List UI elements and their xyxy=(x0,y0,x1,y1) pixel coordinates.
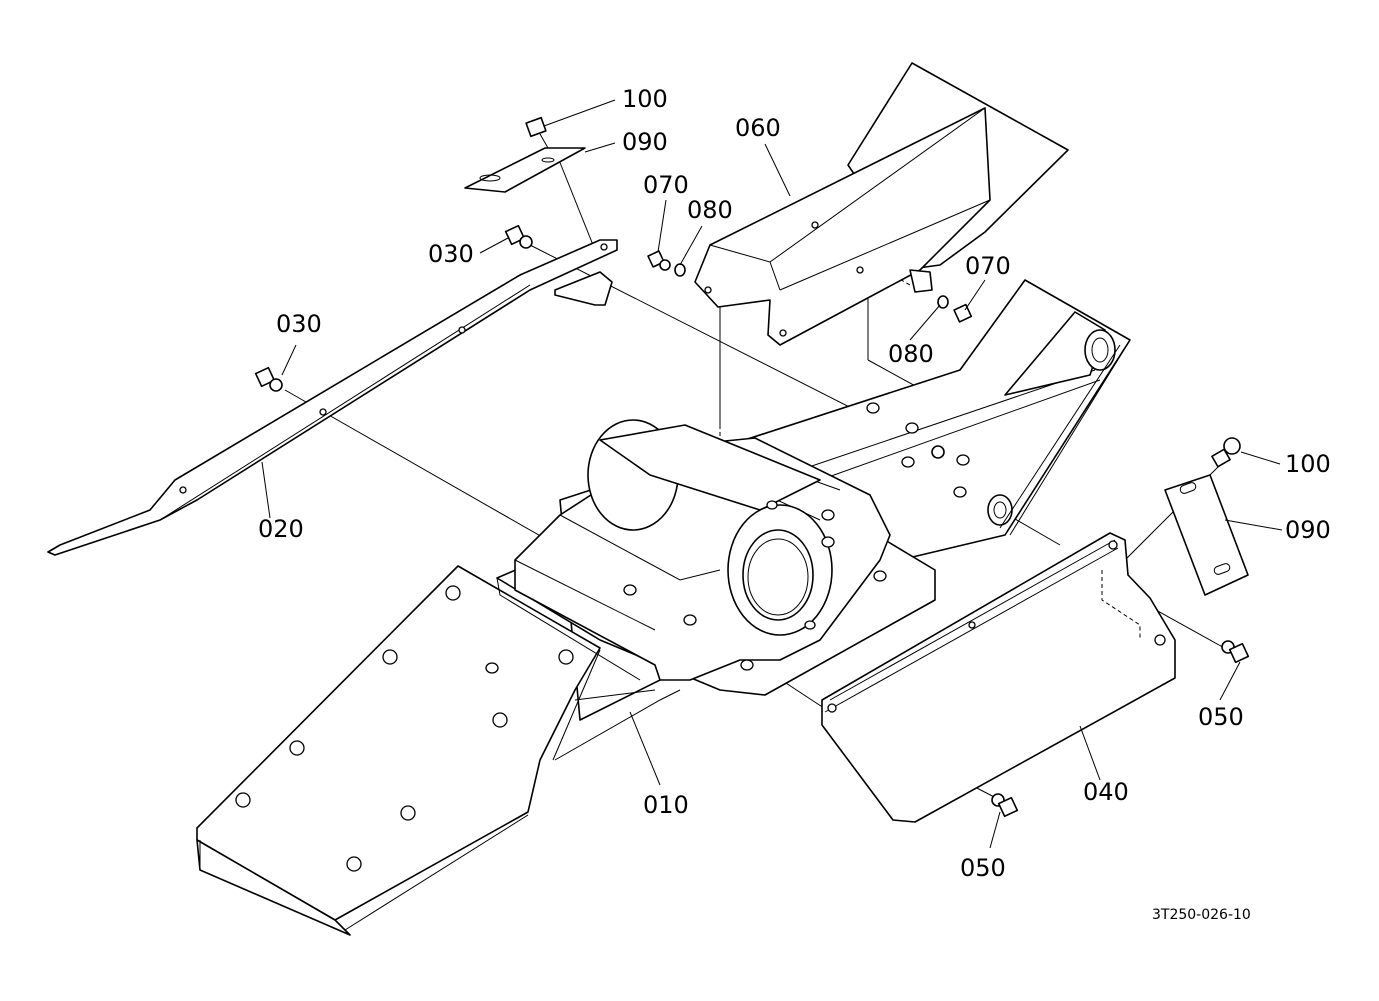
callout-070-right: 070 xyxy=(965,252,1011,280)
callout-050-bottom: 050 xyxy=(960,854,1006,882)
bolt-070-left xyxy=(647,250,671,271)
callout-030-left: 030 xyxy=(276,310,322,338)
callout-090-upper: 090 xyxy=(622,128,668,156)
callout-100-right: 100 xyxy=(1285,450,1331,478)
part-060-shield xyxy=(694,62,1069,346)
callout-040: 040 xyxy=(1083,778,1129,806)
callout-leaders xyxy=(261,99,1283,849)
bolt-050-bottom xyxy=(991,793,1019,818)
callout-090-right: 090 xyxy=(1285,516,1331,544)
callout-100-upper: 100 xyxy=(622,85,668,113)
callout-030-upper: 030 xyxy=(428,240,474,268)
bolt-030-left xyxy=(254,366,283,392)
washer-080-right xyxy=(937,295,949,309)
callout-080-left: 080 xyxy=(687,196,733,224)
bolt-070-right xyxy=(953,303,973,323)
part-010-base xyxy=(196,419,936,936)
bolt-030-upper xyxy=(504,224,533,249)
part-090-plate-right xyxy=(1164,474,1249,596)
bolt-100-upper xyxy=(525,116,549,149)
part-020-side-rail xyxy=(47,239,618,556)
callout-070-left: 070 xyxy=(643,171,689,199)
callout-050-right: 050 xyxy=(1198,703,1244,731)
washer-080-left xyxy=(674,263,686,277)
callout-060: 060 xyxy=(735,114,781,142)
part-040-side-cover xyxy=(821,532,1176,823)
bolt-050-right xyxy=(1221,640,1250,664)
callout-010: 010 xyxy=(643,791,689,819)
part-090-plate-upper xyxy=(464,147,586,193)
callout-080-right: 080 xyxy=(888,340,934,368)
callout-labels: 100 090 030 030 020 010 040 050 050 090 … xyxy=(258,85,1331,923)
drawing-code: 3T250-026-10 xyxy=(1152,907,1251,923)
bolt-100-right xyxy=(1211,437,1241,468)
callout-020: 020 xyxy=(258,515,304,543)
